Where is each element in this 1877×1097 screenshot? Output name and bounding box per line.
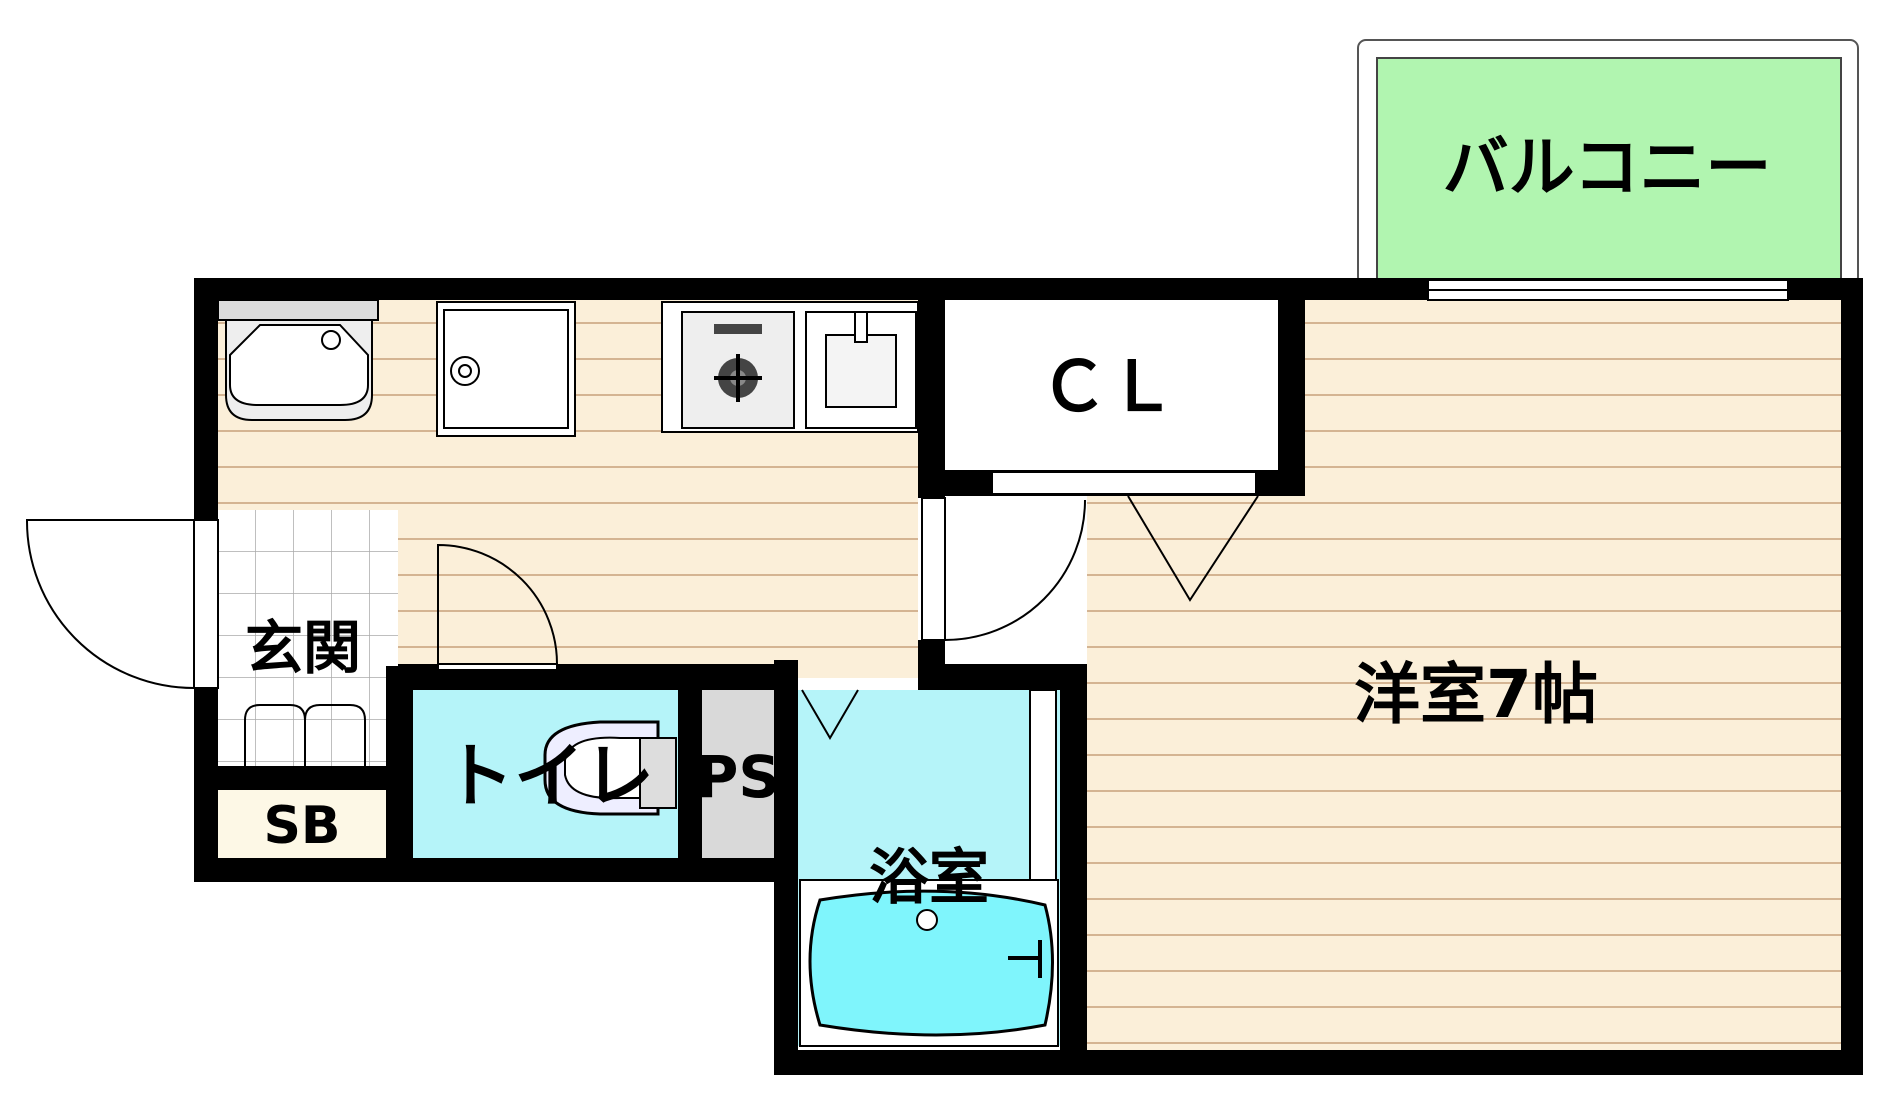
bath-door: [801, 689, 859, 740]
kitchen-counter: [661, 301, 919, 433]
balcony-area: バルコニー: [1357, 39, 1859, 286]
bathroom-label: 浴室: [869, 843, 989, 913]
toilet-label: トイレ: [444, 735, 654, 817]
doors: [25, 471, 1259, 766]
pipe-space-label: PS: [696, 743, 780, 811]
room-door: [944, 499, 1086, 642]
western-room-label: 洋室7帖: [1354, 656, 1598, 733]
sink-icon: [217, 299, 379, 421]
closet-floor: [945, 305, 1278, 470]
stove-burner-icon: [714, 354, 762, 402]
pipe-space: [702, 690, 774, 858]
entrance-floor: [218, 510, 398, 766]
western-room-floor: [1303, 300, 1841, 1050]
entrance-door-frame: [193, 519, 219, 689]
bathtub-icon: [799, 689, 1059, 1047]
balcony-label: バルコニー: [1443, 129, 1772, 206]
entrance-label: 玄関: [245, 614, 361, 682]
closet-door: [1127, 495, 1259, 602]
toilet-door: [437, 543, 558, 665]
shoebox-doors: [244, 704, 366, 766]
shoe-box: [218, 790, 386, 858]
entrance-door: [25, 519, 195, 689]
western-room-floor-lower: [1087, 492, 1307, 1050]
closet-label: ＣＬ: [1040, 348, 1176, 427]
toilet-icon: [543, 720, 677, 816]
washer-pan-icon: [436, 301, 576, 437]
shoe-box-label: SB: [263, 796, 340, 856]
